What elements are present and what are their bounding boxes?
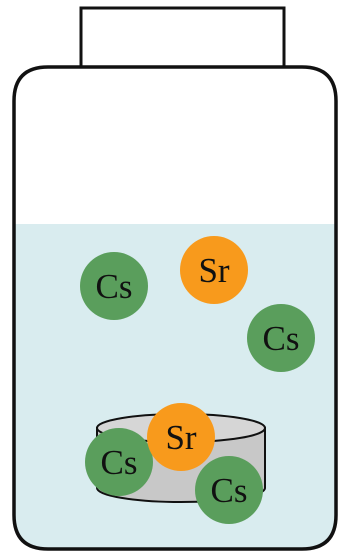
sr-ion-label: Sr xyxy=(198,251,229,290)
liquid xyxy=(14,224,336,549)
ion-cs: Cs xyxy=(247,304,315,372)
cs-ion-circle xyxy=(247,304,315,372)
jar-lid xyxy=(79,6,286,69)
adsorbed-ion-cs: Cs xyxy=(85,428,153,496)
cs-ion-label: Cs xyxy=(263,319,300,358)
ion-cs: Cs xyxy=(80,252,148,320)
cs-ion-circle xyxy=(195,456,263,524)
cs-ion-label: Cs xyxy=(211,471,248,510)
adsorbed-ion-cs: Cs xyxy=(195,456,263,524)
ion-sr: Sr xyxy=(180,236,248,304)
adsorbed-ion-sr: Sr xyxy=(147,403,215,471)
sr-ion-circle xyxy=(180,236,248,304)
cs-ion-label: Cs xyxy=(101,443,138,482)
jar-body-outline xyxy=(12,65,338,551)
sr-ion-circle xyxy=(147,403,215,471)
cs-ion-circle xyxy=(85,428,153,496)
cs-ion-circle xyxy=(80,252,148,320)
cs-ion-label: Cs xyxy=(96,267,133,306)
jar-empty-space xyxy=(14,67,336,224)
sr-ion-label: Sr xyxy=(165,418,196,457)
